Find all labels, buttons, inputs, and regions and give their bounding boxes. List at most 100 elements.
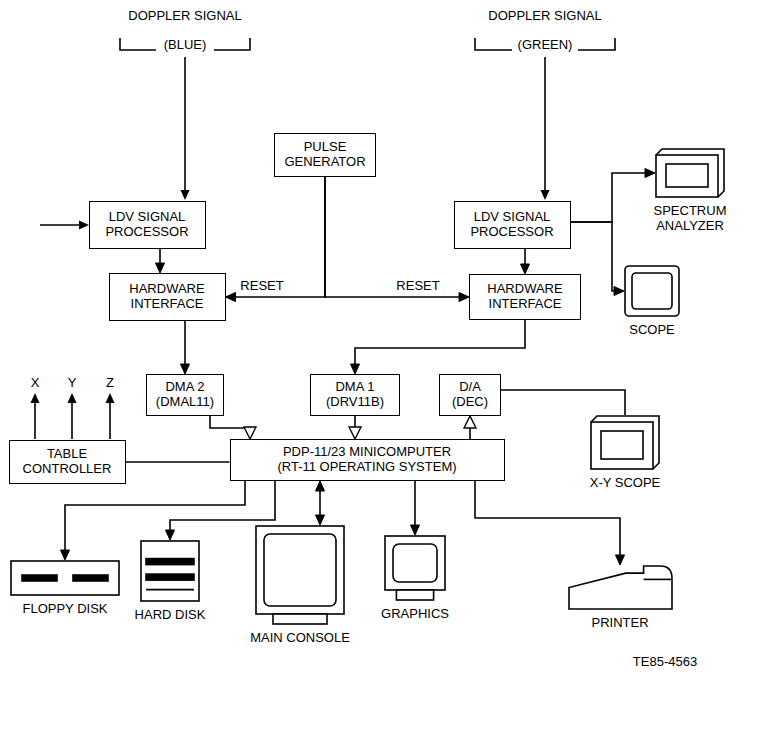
connector (325, 177, 459, 297)
connector-group (210, 416, 256, 439)
connector-group (181, 321, 190, 374)
arrowhead (106, 393, 115, 403)
printer-device: PRINTER (568, 565, 673, 631)
arrowhead (244, 427, 256, 439)
icon-part (625, 266, 679, 316)
dma-box: DMA 2(DMAL11) (146, 374, 224, 416)
icon-part (632, 273, 672, 309)
icon-part (22, 575, 57, 581)
node-text: GRAPHICS (381, 607, 449, 622)
signal-name: DOPPLER SIGNAL (126, 9, 243, 24)
node-subtext: (RT-11 OPERATING SYSTEM) (277, 460, 456, 475)
disk-device: HARD DISK (125, 540, 215, 623)
connector (159, 249, 161, 263)
connector-group (464, 416, 476, 439)
arrowhead (351, 364, 360, 374)
node-text: PRINTER (591, 616, 648, 631)
connector (319, 491, 321, 515)
node-text: HARDWARE INTERFACE (478, 282, 572, 312)
icon-part (393, 544, 437, 582)
node-subtext: (DMAL11) (156, 395, 214, 410)
signal-color: (BLUE) (162, 38, 209, 53)
icon-part (264, 534, 336, 606)
connector (475, 481, 620, 555)
node-text: HARD DISK (135, 608, 206, 623)
connector (469, 428, 471, 439)
arrowhead (68, 393, 77, 403)
connector (170, 481, 275, 530)
node-text: TABLE CONTROLLER (18, 447, 117, 477)
device-icon (624, 265, 680, 317)
node-text: X-Y SCOPE (590, 476, 661, 491)
arrowhead (614, 287, 624, 296)
node-text: FLOPPY DISK (22, 602, 107, 617)
icon-part (73, 575, 108, 581)
device-icon (655, 148, 725, 198)
connector-group (571, 169, 656, 223)
icon-part (396, 590, 433, 600)
node-text: SCOPE (629, 323, 675, 338)
connector (571, 173, 646, 222)
scope-device: SCOPE (617, 265, 687, 338)
dma-box: DMA 1(DRV11B) (310, 374, 400, 416)
arrowhead (521, 264, 530, 274)
icon-part (591, 416, 659, 469)
arrowhead (616, 555, 625, 565)
icon-part (656, 155, 718, 197)
interface-box: HARDWARE INTERFACE (109, 273, 226, 321)
icon-part (256, 526, 344, 614)
connector-group (501, 390, 625, 415)
converter-box: D/A(DEC) (439, 374, 501, 416)
processor-box: LDV SIGNAL PROCESSOR (454, 201, 571, 249)
arrowhead (316, 515, 325, 525)
node-text: PDP-11/23 MINICOMPUTER (283, 445, 451, 460)
processor-box: LDV SIGNAL PROCESSOR (89, 201, 206, 249)
signal-line (184, 57, 186, 191)
signal-color: (GREEN) (516, 38, 575, 53)
graphics-device: GRAPHICS (375, 535, 455, 622)
axis-name: X (29, 376, 42, 391)
figure-number: TE85-4563 (631, 655, 699, 670)
device-icon (255, 525, 345, 625)
icon-part (569, 566, 672, 609)
node-text: LDV SIGNAL PROCESSOR (98, 210, 197, 240)
node-text: MAIN CONSOLE (250, 631, 350, 646)
arrowhead (156, 263, 165, 273)
interface-box: HARDWARE INTERFACE (469, 274, 581, 320)
connector-group (316, 481, 325, 525)
arrowhead (459, 293, 469, 302)
arrowhead (181, 190, 190, 200)
controller-box: TABLE CONTROLLER (9, 440, 126, 484)
connector (184, 321, 186, 364)
arrowhead (645, 169, 655, 178)
device-icon (140, 540, 200, 602)
input-line (40, 224, 80, 226)
device-icon (590, 415, 660, 470)
icon-part (601, 431, 643, 459)
connector (236, 177, 326, 297)
icon-part (141, 541, 199, 601)
analyzer-device: SPECTRUM ANALYZER (639, 148, 741, 234)
connector-group (325, 177, 469, 302)
node-subtext: (DRV11B) (326, 395, 384, 410)
connector (354, 416, 356, 427)
connector (126, 461, 230, 463)
connector (210, 416, 250, 428)
arrowhead (226, 293, 236, 302)
connector (501, 390, 625, 415)
icon-part (656, 149, 724, 197)
icon-part (666, 164, 708, 187)
icon-part (385, 536, 445, 590)
node-text: LDV SIGNAL PROCESSOR (463, 210, 562, 240)
arrowhead (61, 550, 70, 560)
device-icon (568, 565, 673, 610)
connector (355, 320, 525, 364)
node-text: PULSE GENERATOR (283, 140, 367, 170)
computer-box: PDP-11/23 MINICOMPUTER(RT-11 OPERATING S… (230, 439, 505, 481)
device-icon (384, 535, 446, 601)
arrowhead (464, 416, 476, 428)
arrowhead (166, 530, 175, 540)
floppy-device: FLOPPY DISK (10, 560, 120, 617)
generator-box: PULSE GENERATOR (274, 133, 376, 177)
connector-group (226, 177, 326, 302)
